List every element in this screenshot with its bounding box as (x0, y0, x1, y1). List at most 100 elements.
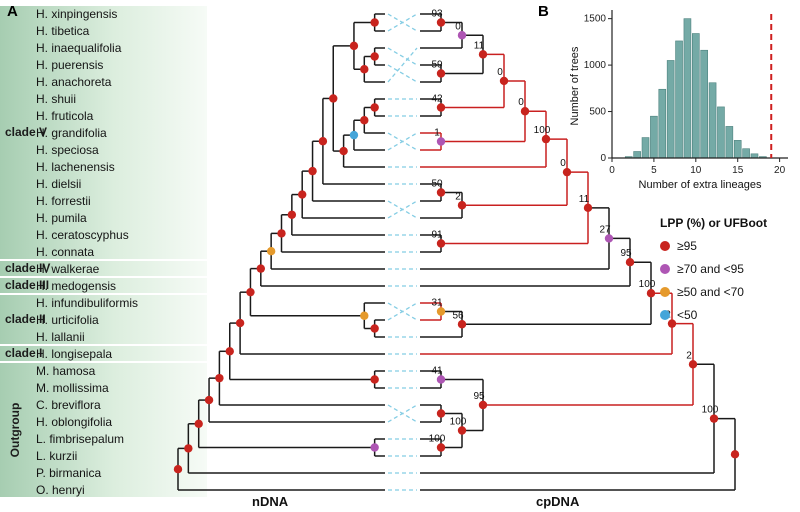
x-tick-label: 20 (774, 165, 786, 176)
support-value: 11 (579, 194, 590, 205)
hist-bar (666, 60, 675, 159)
support-value: 0 (560, 158, 566, 169)
taxon-label: H. medogensis (36, 279, 117, 293)
panel-a-label: A (7, 3, 18, 20)
taxon-label: H. longisepala (36, 347, 113, 361)
y-tick-label: 1500 (584, 14, 607, 25)
x-tick-label: 0 (609, 165, 615, 176)
hist-bar (633, 151, 641, 159)
hist-bar (733, 140, 742, 159)
red-support-dot-icon (370, 103, 379, 112)
tangle-line (387, 47, 418, 83)
support-legend: LPP (%) or UFBoot ≥95≥70 and <95≥50 and … (660, 216, 767, 322)
hist-bar (708, 82, 717, 159)
red-support-dot-icon (499, 76, 509, 86)
red-support-dot-icon (541, 134, 551, 144)
taxon-label: H. forrestii (36, 194, 91, 208)
orange-support-dot-icon (360, 311, 369, 320)
taxon-label: C. breviflora (36, 398, 101, 412)
support-value: 56 (452, 310, 464, 321)
red-support-dot-icon (308, 166, 317, 176)
hist-bar (725, 126, 734, 159)
taxon-label: M. hamosa (36, 364, 96, 378)
orange-dot-icon (660, 287, 670, 297)
x-tick-label: 5 (651, 165, 657, 176)
red-support-dot-icon (478, 400, 488, 410)
taxon-label: L. kurzii (36, 449, 78, 463)
support-value: 2 (686, 350, 692, 361)
red-support-dot-icon (246, 287, 255, 297)
orange-support-dot-icon (266, 246, 276, 256)
support-value: 42 (431, 94, 443, 105)
taxon-label: H. fruticola (36, 109, 94, 123)
red-support-dot-icon (329, 94, 338, 103)
hist-bar (700, 49, 708, 159)
taxon-label: H. inaequalifolia (36, 41, 122, 55)
red-support-dot-icon (436, 18, 446, 27)
hist-bar (675, 40, 683, 159)
taxon-label: H. puerensis (36, 58, 104, 72)
red-support-dot-icon (457, 426, 467, 435)
taxon-label: H. urticifolia (36, 313, 99, 327)
support-value: 100 (639, 279, 656, 290)
legend-entries: ≥95≥70 and <95≥50 and <70<50 (660, 239, 767, 322)
legend-entry-label: ≥95 (677, 239, 697, 253)
red-support-dot-icon (520, 107, 530, 116)
taxon-label: H. pumila (36, 211, 87, 225)
red-support-dot-icon (204, 395, 214, 405)
red-support-dot-icon (478, 50, 488, 59)
tangle-line (387, 64, 418, 83)
red-support-dot-icon (225, 347, 234, 356)
hist-bar (742, 148, 750, 159)
cpdna-tree (420, 13, 740, 491)
red-support-dot-icon (360, 116, 369, 125)
taxon-label: H. speciosa (36, 143, 99, 157)
red-support-dot-icon (298, 190, 307, 199)
red-support-dot-icon (436, 443, 446, 452)
x-tick-label: 10 (690, 165, 702, 176)
panel-b-label: B (538, 3, 549, 20)
clade-label: clade I (5, 345, 43, 360)
purple-support-dot-icon (457, 31, 467, 40)
red-support-dot-icon (436, 69, 446, 78)
tangle-lines (387, 13, 418, 491)
clade-label: clade II (5, 311, 46, 326)
red-support-dot-icon (562, 167, 572, 177)
hist-bar (658, 88, 667, 159)
red-support-dot-icon (436, 409, 446, 418)
support-value: 93 (431, 9, 443, 20)
red-support-dot-icon (436, 103, 446, 112)
red-support-dot-icon (287, 210, 297, 219)
purple-support-dot-icon (604, 234, 614, 243)
red-support-dot-icon (625, 258, 635, 267)
red-support-dot-icon (256, 264, 265, 273)
support-value: 0 (497, 67, 503, 78)
red-support-dot-icon (235, 318, 245, 328)
red-support-dot-icon (457, 201, 467, 210)
y-axis-label: Number of trees (569, 46, 581, 125)
red-support-dot-icon (370, 324, 379, 333)
purple-support-dot-icon (370, 443, 379, 452)
tangle-line (387, 13, 418, 32)
blue-support-dot-icon (349, 130, 359, 140)
red-support-dot-icon (646, 289, 656, 298)
support-value: 100 (450, 417, 467, 428)
taxon-label: H. xinpingensis (36, 7, 118, 21)
clade-band (0, 261, 207, 276)
hist-bar (683, 18, 692, 159)
y-tick-label: 500 (589, 107, 606, 118)
clade-band (0, 6, 207, 259)
taxon-label: H. oblongifolia (36, 415, 113, 429)
clade-label: clade V (5, 124, 48, 139)
ndna-tree (173, 13, 385, 491)
tangle-line (387, 404, 418, 423)
red-dot-icon (660, 241, 670, 251)
support-value: 95 (620, 248, 632, 259)
support-value: 59 (431, 60, 443, 71)
legend-entry: ≥95 (660, 239, 767, 253)
taxon-label: H. ceratoscyphus (36, 228, 129, 242)
ndna-label: nDNA (252, 494, 289, 509)
legend-entry: ≥70 and <95 (660, 262, 767, 276)
